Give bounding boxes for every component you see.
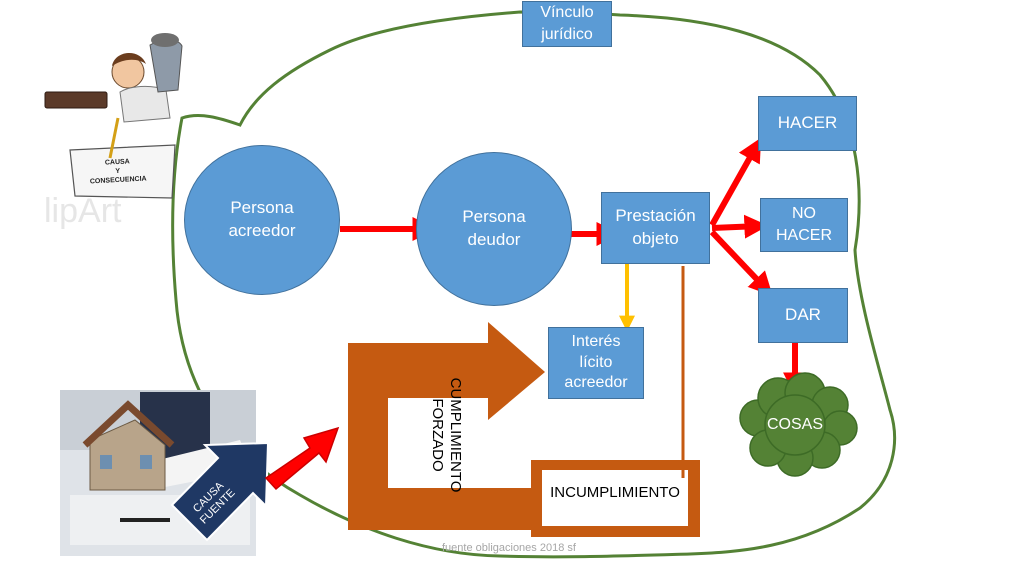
interes-licito-node: Interés lícito acreedor bbox=[548, 327, 644, 399]
vinculo-juridico-label: Vínculo jurídico bbox=[522, 1, 612, 47]
incumplimiento-label: INCUMPLIMIENTO bbox=[550, 484, 680, 501]
clipart-causa-consecuencia bbox=[44, 33, 183, 199]
cumplimiento-arrow-shape bbox=[348, 322, 545, 530]
no-hacer-node: NO HACER bbox=[760, 198, 848, 252]
cumplimiento-forzado-label: CUMPLIMIENTO FORZADO bbox=[429, 377, 464, 493]
persona-acreedor-node: Persona acreedor bbox=[184, 145, 340, 295]
clipart-watermark: lipArt bbox=[44, 192, 122, 230]
arrow-prestacion-dar bbox=[709, 229, 773, 297]
hacer-node: HACER bbox=[758, 96, 857, 151]
dar-node: DAR bbox=[758, 288, 848, 343]
arrow-prestacion-nohacer bbox=[711, 214, 769, 239]
arrow-prestacion-hacer bbox=[709, 137, 762, 227]
causa-consecuencia-label: CAUSA Y CONSECUENCIA bbox=[89, 158, 147, 186]
causa-fuente-arrow bbox=[170, 441, 270, 542]
cosas-cloud bbox=[739, 372, 858, 477]
footer-text: fuente obligaciones 2018 sf bbox=[442, 542, 576, 554]
arrow-causa-cumplimiento bbox=[264, 426, 340, 491]
cosas-label: COSAS bbox=[766, 416, 823, 433]
vinculo-boundary bbox=[171, 10, 897, 559]
prestacion-objeto-node: Prestación objeto bbox=[601, 192, 710, 264]
persona-deudor-node: Persona deudor bbox=[416, 152, 572, 306]
